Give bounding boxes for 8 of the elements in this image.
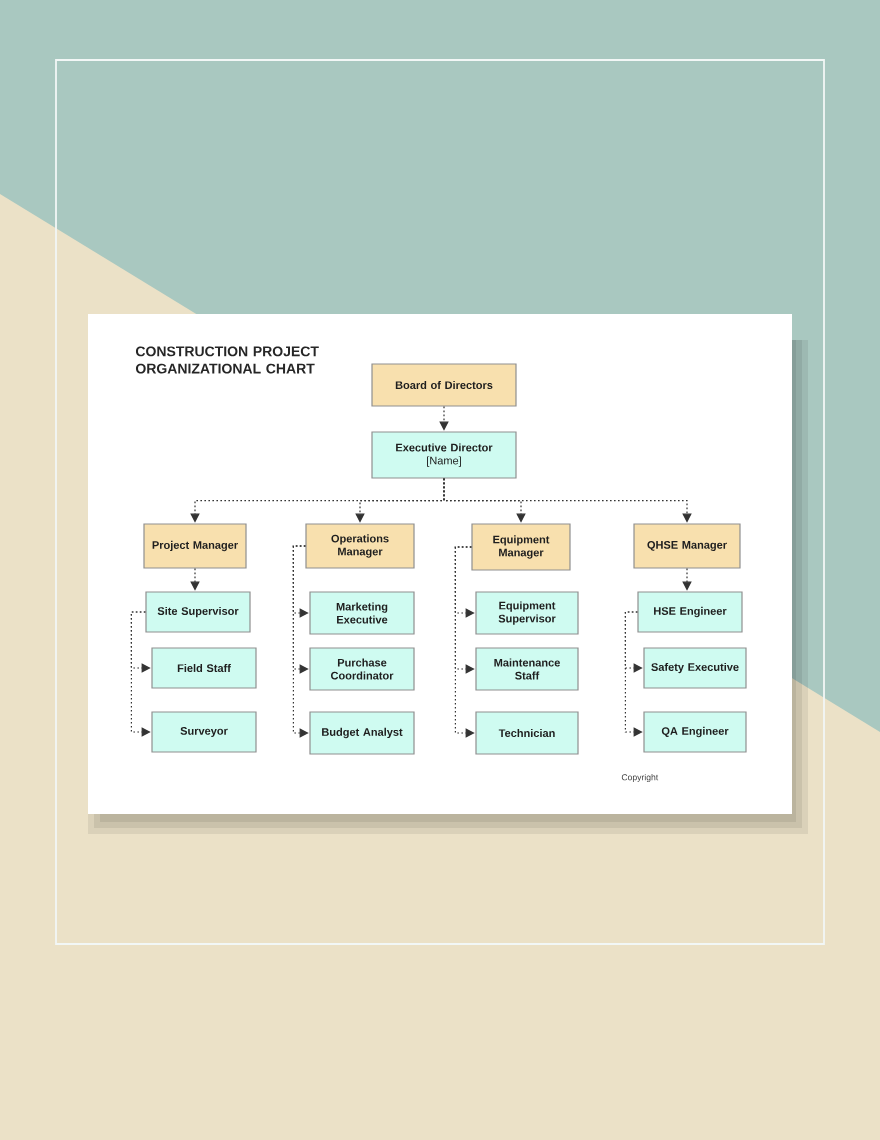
arrow: [130, 611, 151, 737]
arrow: [454, 546, 475, 738]
arrow: [682, 568, 692, 591]
arrow: [439, 406, 449, 431]
arrow: [292, 545, 309, 738]
arrow: [624, 611, 643, 737]
arrow: [190, 568, 200, 591]
arrow: [443, 478, 692, 523]
